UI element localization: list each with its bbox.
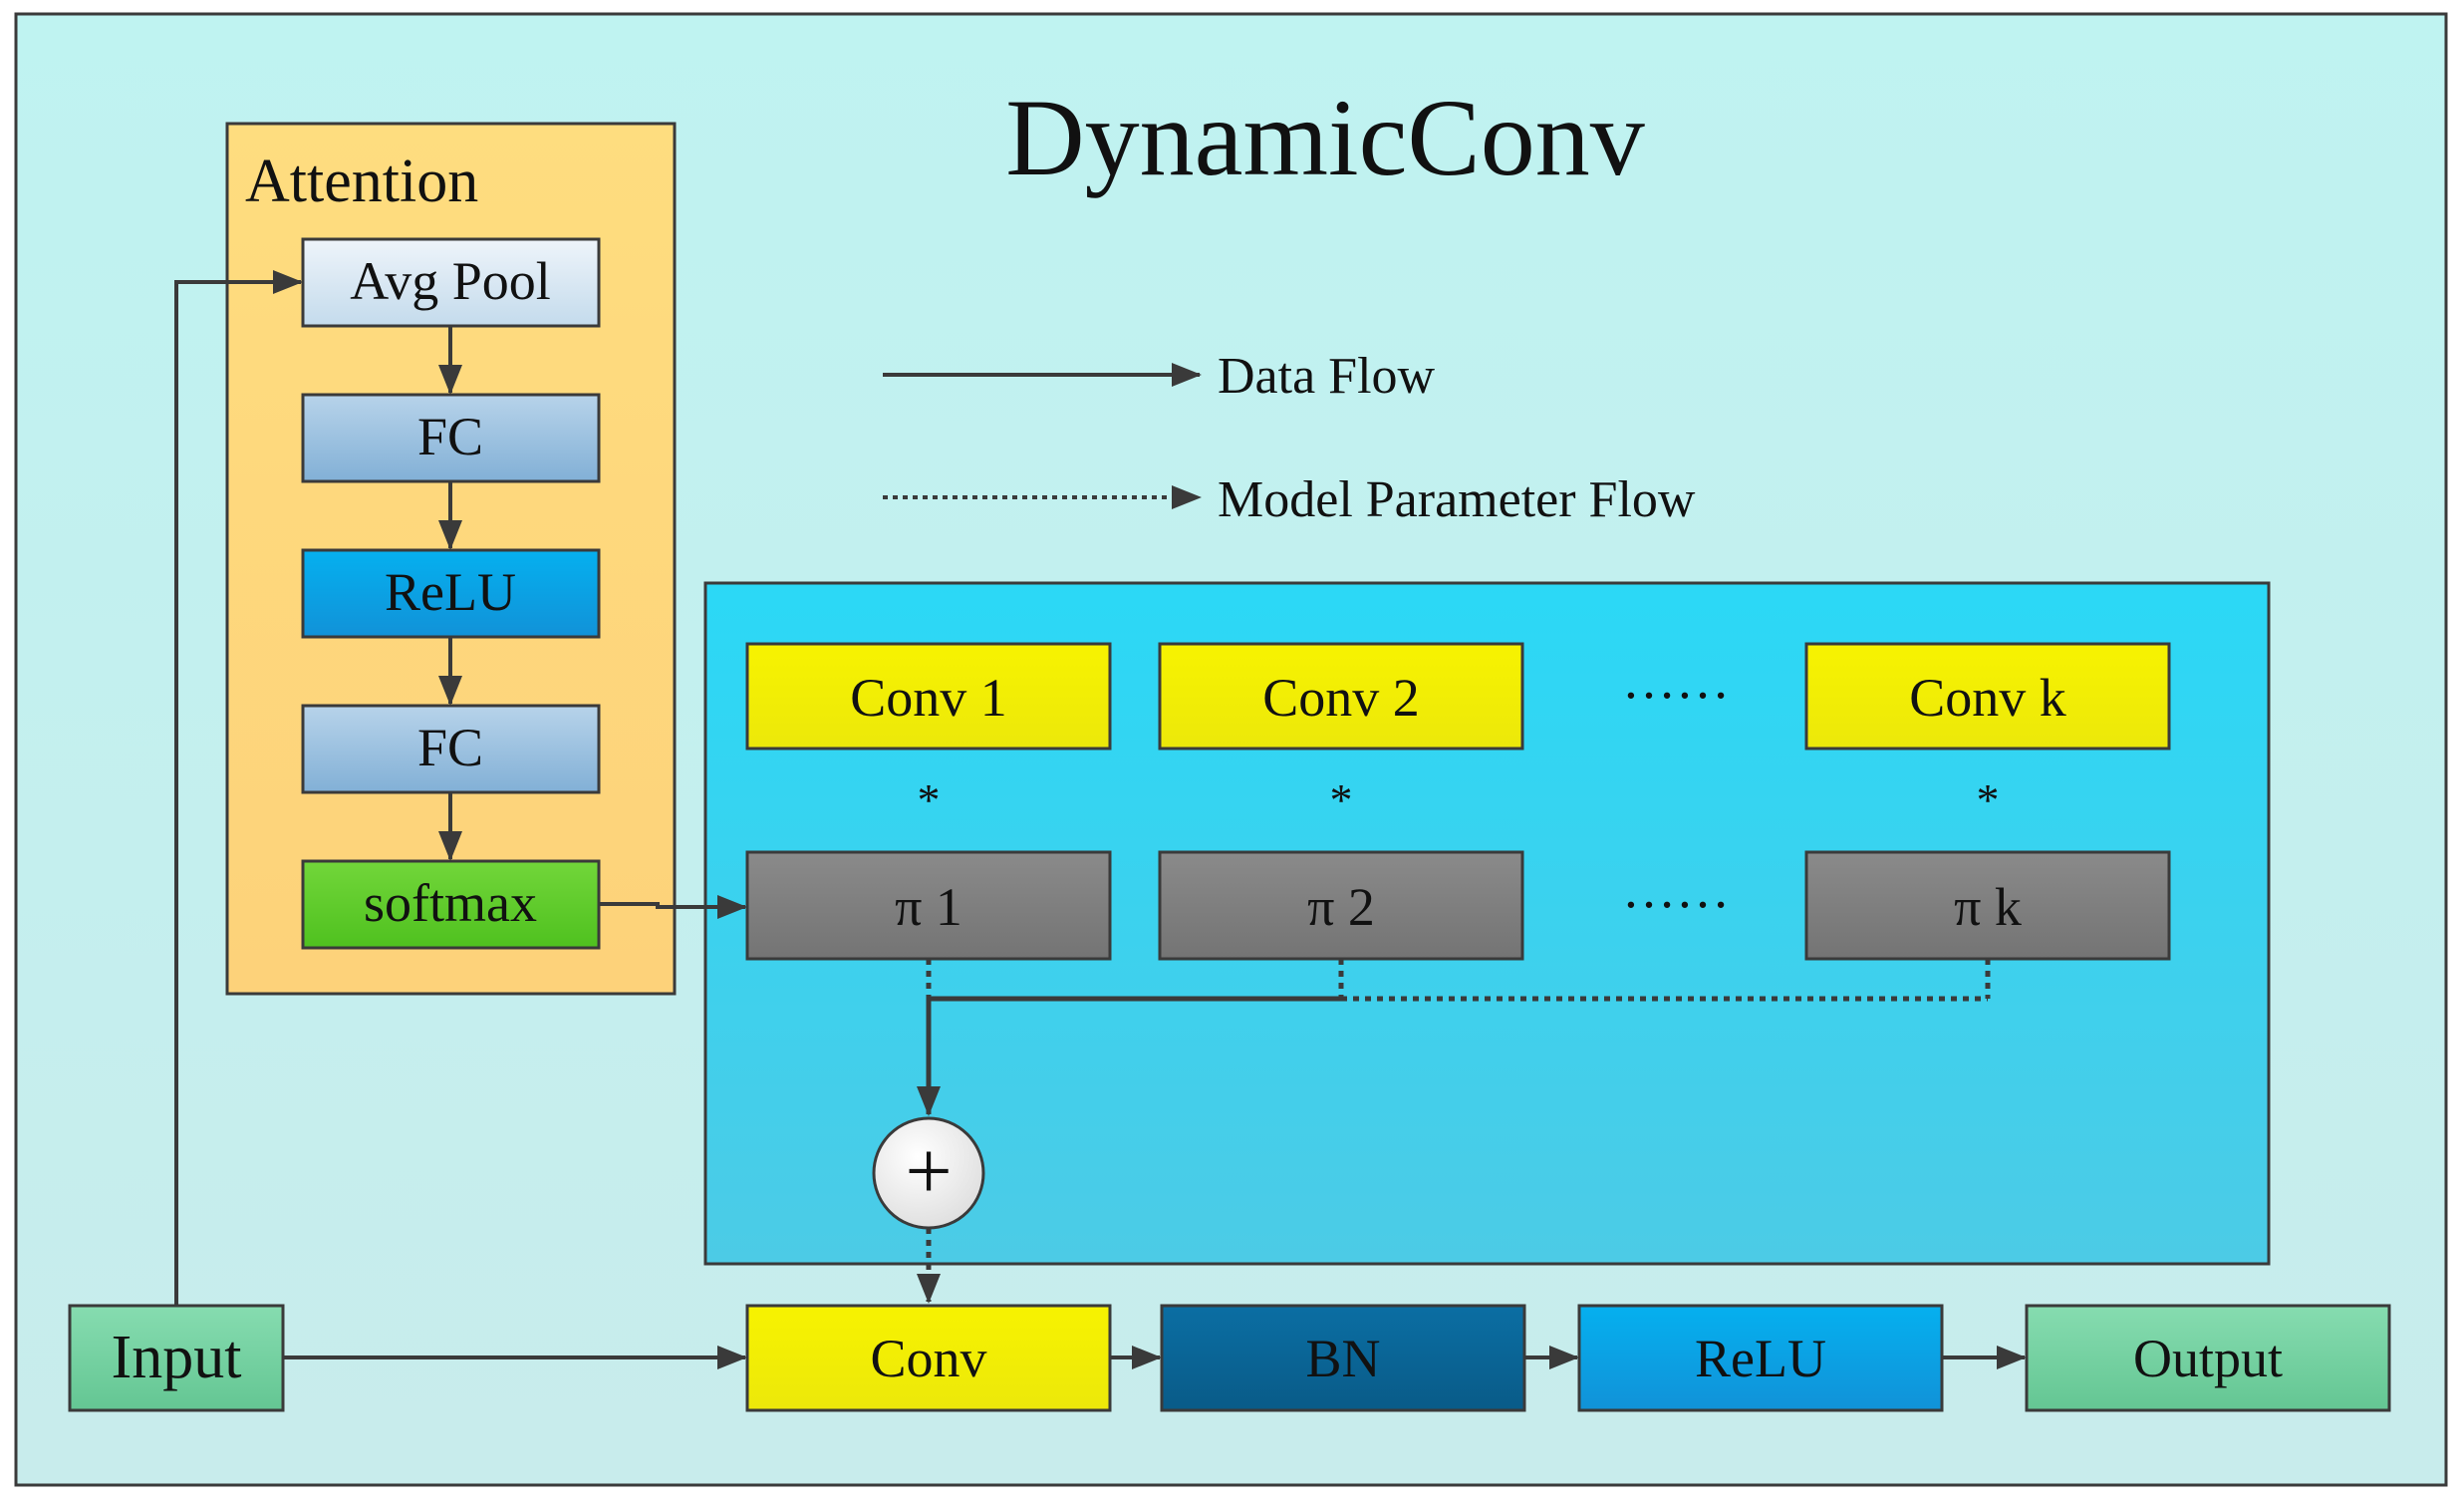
param-flow-lines (926, 959, 1991, 1002)
input-block: Input (68, 1304, 285, 1412)
output-block: Output (2025, 1304, 2391, 1412)
input-to-attention-arrow (174, 270, 303, 1306)
relu-block: ReLU (1577, 1304, 1944, 1412)
attention-block-relu: ReLU (301, 548, 601, 639)
svg-text:Output: Output (2133, 1329, 2283, 1388)
svg-text:FC: FC (417, 718, 483, 777)
conv-kernel-1: Conv 1 (745, 642, 1112, 751)
svg-text:π 1: π 1 (895, 877, 962, 937)
param-flow-solid (917, 996, 1341, 1116)
svg-text:Conv 2: Conv 2 (1262, 668, 1420, 728)
svg-text:FC: FC (417, 407, 483, 466)
pi-weight-2: π 2 (1158, 850, 1524, 961)
conv-ellipsis: …… (1622, 650, 1730, 710)
svg-text:ReLU: ReLU (1695, 1329, 1826, 1388)
conv-kernel-k: Conv k (1804, 642, 2171, 751)
svg-text:+: + (905, 1125, 952, 1218)
svg-text:π k: π k (1954, 877, 2022, 937)
svg-text:ReLU: ReLU (385, 562, 516, 622)
diagram-title: DynamicConv (1005, 77, 1645, 198)
attention-block-softmax: softmax (301, 859, 601, 950)
svg-text:Conv 1: Conv 1 (850, 668, 1007, 728)
svg-text:Conv: Conv (870, 1329, 986, 1388)
multiply-symbol-k: * (1977, 774, 2000, 825)
svg-text:Input: Input (112, 1324, 242, 1391)
pi-weight-k: π k (1804, 850, 2171, 961)
pi-weight-1: π 1 (745, 850, 1112, 961)
conv-block: Conv (745, 1304, 1112, 1412)
multiply-symbol-2: * (1330, 774, 1353, 825)
attention-label: Attention (245, 148, 478, 215)
pi-ellipsis: …… (1622, 859, 1730, 919)
conv-kernel-2: Conv 2 (1158, 642, 1524, 751)
legend-data-flow-label: Data Flow (1218, 348, 1436, 405)
svg-text:softmax: softmax (364, 873, 537, 933)
legend-param-flow-label: Model Parameter Flow (1218, 471, 1696, 528)
svg-text:BN: BN (1305, 1329, 1380, 1388)
svg-text:Avg Pool: Avg Pool (350, 251, 551, 311)
sum-circle: + (872, 1116, 985, 1230)
multiply-symbol-1: * (918, 774, 941, 825)
attention-block-avgpool: Avg Pool (301, 237, 601, 328)
attention-block-fc-2: FC (301, 704, 601, 794)
svg-text:Conv k: Conv k (1909, 668, 2066, 728)
legend: Data Flow Model Parameter Flow (883, 348, 1696, 528)
svg-text:π 2: π 2 (1307, 877, 1375, 937)
softmax-to-pi-arrow (599, 895, 747, 919)
attention-block-fc-1: FC (301, 393, 601, 483)
bn-block: BN (1160, 1304, 1526, 1412)
